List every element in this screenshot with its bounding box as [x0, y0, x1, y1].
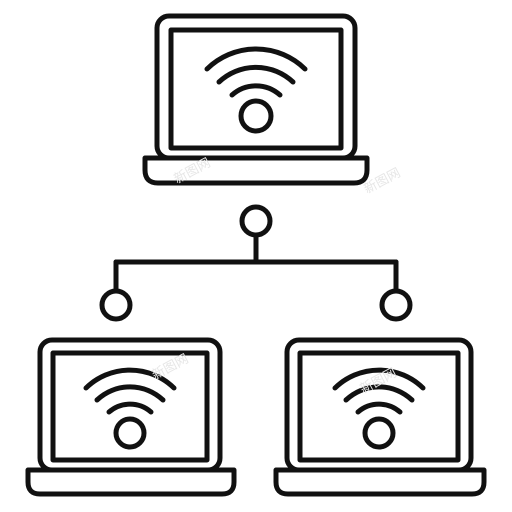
laptop-top — [142, 13, 370, 186]
wifi-icon — [204, 46, 308, 134]
network-node-icon — [99, 288, 133, 322]
laptop-right-screen — [297, 350, 461, 463]
network-node-icon — [239, 204, 273, 238]
laptop-bottom-right — [273, 337, 487, 497]
network-connector — [99, 204, 413, 322]
laptop-top-base — [142, 155, 370, 186]
network-node-icon — [379, 288, 413, 322]
laptop-left-screen — [50, 350, 210, 463]
laptop-left-base — [25, 467, 237, 497]
laptop-bottom-left — [25, 337, 237, 497]
watermarks: 新图网 新图网 新图网 新图网 — [149, 155, 403, 397]
wifi-icon — [83, 367, 177, 450]
laptop-top-screen — [168, 27, 344, 151]
laptop-right-base — [273, 467, 487, 497]
wifi-icon — [332, 367, 426, 450]
watermark-text: 新图网 — [149, 351, 191, 383]
